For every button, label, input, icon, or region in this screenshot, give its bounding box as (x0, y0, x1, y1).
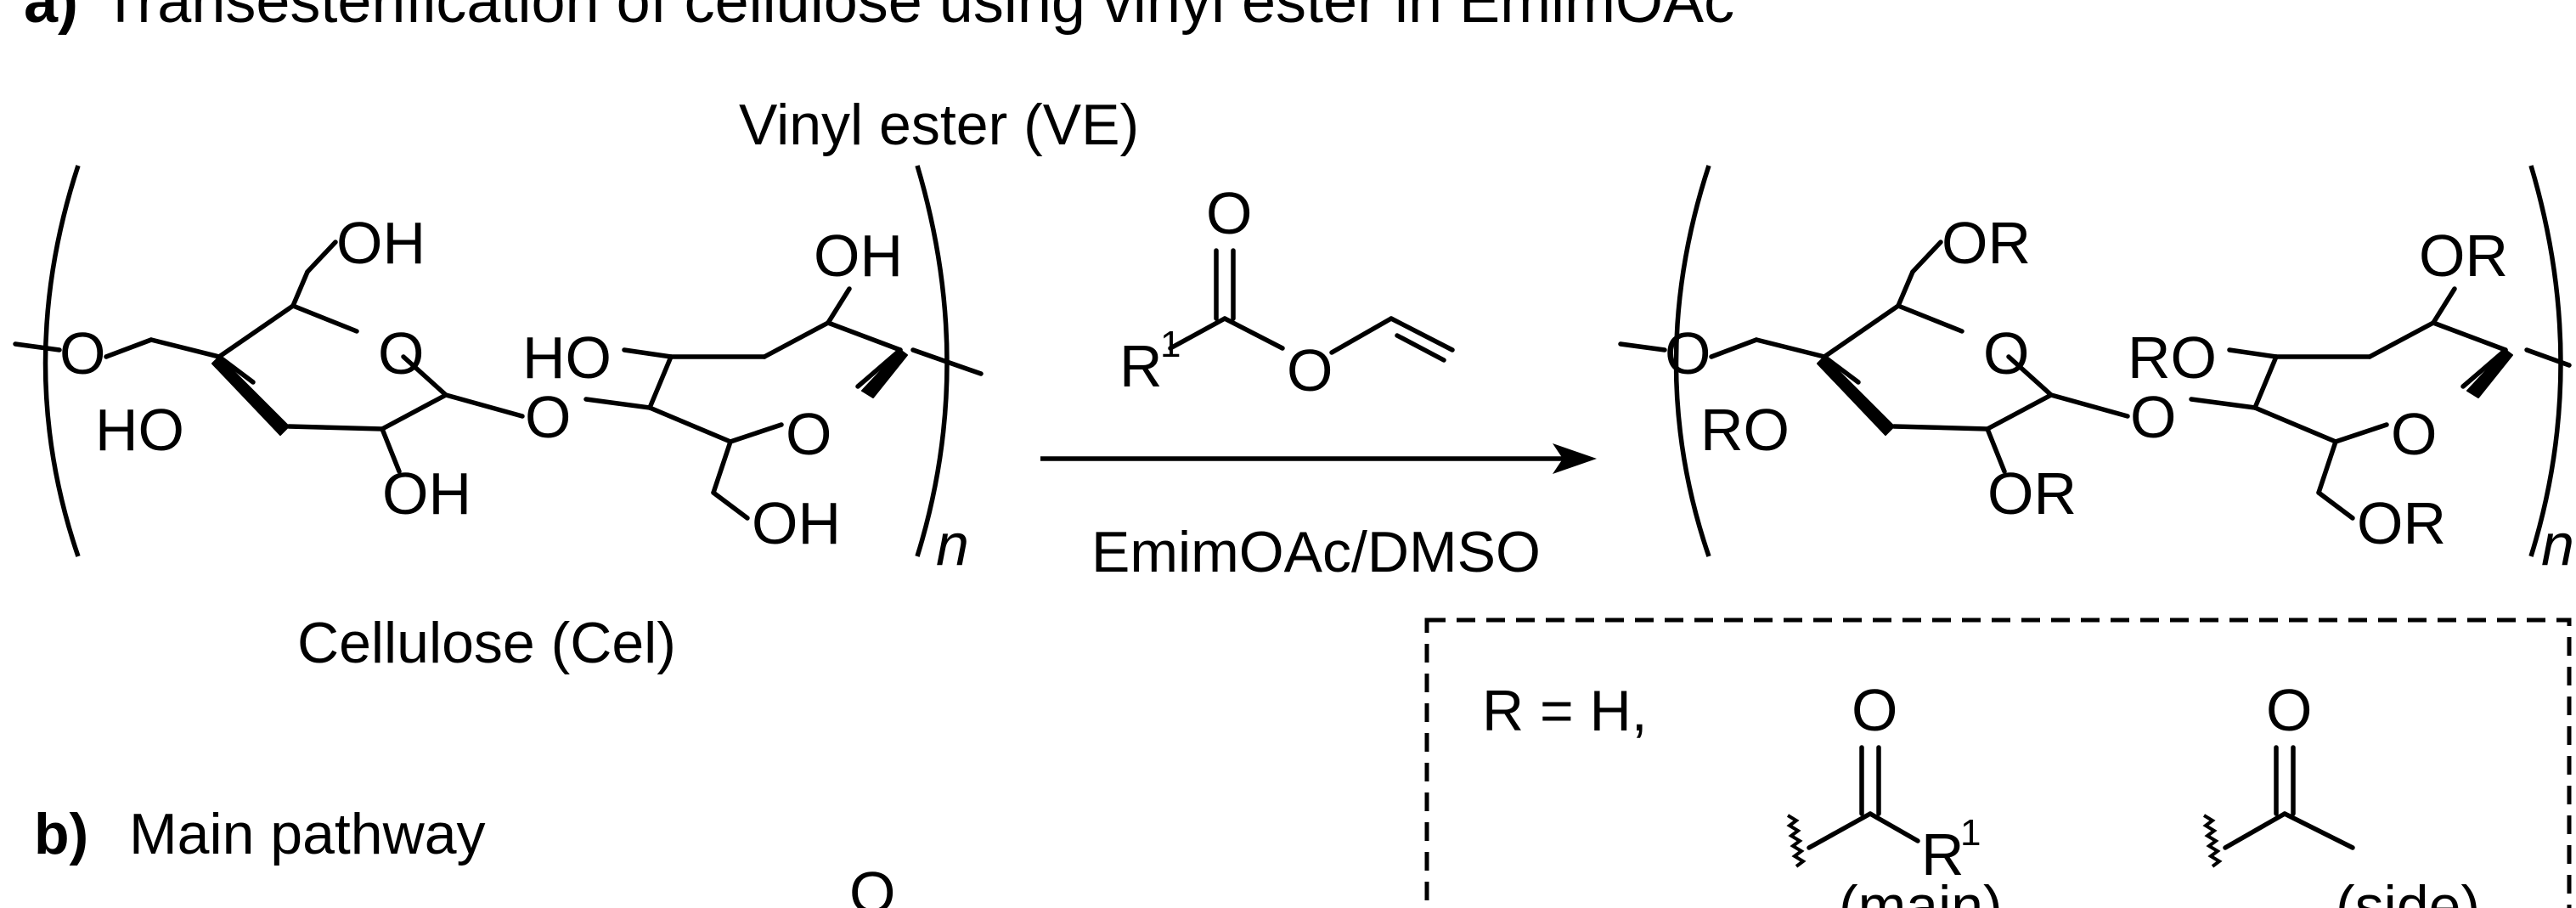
cel-ring-o-left: O (378, 320, 424, 386)
section-a-title: Transesterification of cellulose using v… (102, 0, 1734, 36)
wedge-bond (211, 356, 290, 436)
prod-ro-c3: RO (1700, 397, 1790, 463)
cel-repeat-n: n (936, 511, 969, 578)
prod-repeat-n: n (2541, 511, 2574, 578)
r-definition-box: R = H, O R 1 (main) O (side) (1424, 618, 2572, 908)
bracket-left (42, 165, 81, 557)
product-wedge (1817, 356, 1895, 436)
cel-oh-c2b: OH (814, 223, 903, 289)
prod-ro-c3b: RO (2128, 324, 2217, 391)
cel-glyco-o-left: O (59, 320, 105, 386)
product-wedge-2 (2466, 349, 2513, 398)
prod-or-c2: OR (1987, 460, 2077, 527)
prod-ring-o-right: O (2391, 401, 2437, 467)
side-label: (side) (2336, 874, 2480, 908)
prod-ring-o-left: O (1983, 320, 2029, 386)
ve-ester-o: O (1287, 337, 1333, 403)
cel-oh-c6: OH (336, 210, 426, 276)
wavy-bond-side (2202, 814, 2223, 868)
side-acyl-o: O (2266, 677, 2312, 743)
cel-oh-c2: OH (382, 460, 471, 527)
cellulose-structure: OH O O HO OH O HO OH O OH n (13, 165, 984, 578)
prod-glyco-o-mid: O (2130, 384, 2176, 450)
pathway-carbonyl-o: O (849, 860, 895, 908)
cel-ring-o-right: O (786, 401, 831, 467)
prod-or-c6: OR (1942, 210, 2031, 276)
cellulose-label: Cellulose (Cel) (297, 611, 676, 675)
product-bracket-left (1673, 165, 1711, 557)
section-b-title: Main pathway (129, 802, 486, 866)
main-label: (main) (1839, 874, 2003, 908)
ve-r: R (1119, 333, 1163, 399)
vinyl-ester-structure: O R 1 O (1119, 180, 1455, 403)
main-acyl-sup: 1 (1960, 812, 1981, 854)
main-acyl-o: O (1852, 677, 1897, 743)
cel-oh-c6b: OH (752, 490, 841, 556)
arrow-head (1553, 443, 1597, 474)
ve-r-sup: 1 (1160, 324, 1181, 365)
cel-ho-c3: HO (95, 397, 184, 463)
prod-or-c6b: OR (2357, 490, 2446, 556)
prod-glyco-o-left: O (1665, 320, 1711, 386)
cel-ho-c3b: HO (522, 324, 612, 391)
wavy-bond-main (1786, 814, 1807, 868)
section-b-tag: b) (34, 802, 88, 866)
reagent-label: Vinyl ester (VE) (739, 93, 1139, 157)
main-acyl-r: R (1921, 821, 1964, 888)
section-a-tag: a) (24, 0, 78, 36)
r-def-label: R = H, (1482, 679, 1648, 743)
cel-glyco-o-mid: O (525, 384, 571, 450)
prod-or-c2b: OR (2419, 223, 2508, 289)
wedge-bond-2 (861, 349, 908, 398)
dashed-border (1424, 618, 2572, 908)
product-structure: OR O O RO OR O RO OR O OR n (1618, 165, 2574, 578)
reaction-condition: EmimOAc/DMSO (1091, 520, 1541, 584)
ve-carbonyl-o: O (1206, 180, 1252, 246)
